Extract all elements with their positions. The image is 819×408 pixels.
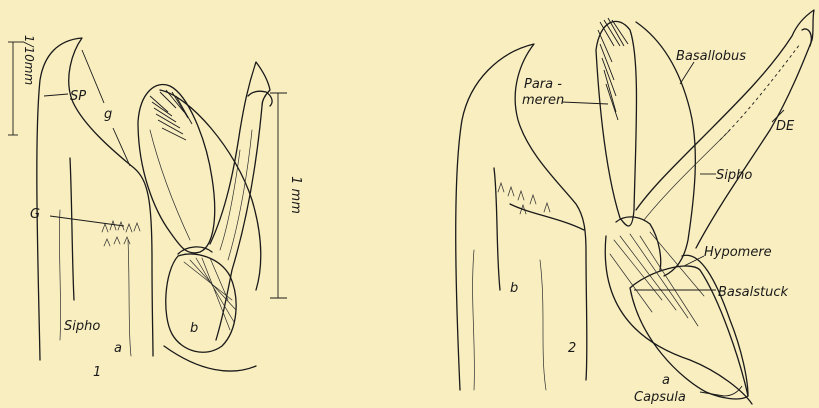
label-figure-number-1: 1 bbox=[93, 365, 101, 380]
label-parameren-1: Para - bbox=[524, 77, 562, 92]
scale-label-tenth-mm: 1/10mm bbox=[22, 35, 36, 85]
figure-1: 1/10mm 1 mm bbox=[8, 35, 303, 380]
scale-bar-one-mm: 1 mm bbox=[270, 93, 303, 298]
paramere-fig2 bbox=[596, 21, 637, 226]
paramere-fig1 bbox=[138, 85, 215, 253]
label-b-fig2: b bbox=[510, 281, 518, 296]
scale-bar-tenth-mm: 1/10mm bbox=[8, 35, 36, 135]
label-figure-number-2: 2 bbox=[568, 341, 576, 356]
label-sipho-fig1: Sipho bbox=[64, 319, 100, 334]
label-g-large: G bbox=[30, 207, 40, 222]
label-parameren-2: meren bbox=[522, 93, 564, 108]
figure-2: Para - meren Basallobus DE Sipho Hypomer… bbox=[456, 10, 814, 405]
sipho-hook-outline bbox=[37, 38, 153, 360]
g-teeth bbox=[102, 221, 140, 246]
label-basallobus: Basallobus bbox=[676, 49, 746, 64]
label-de: DE bbox=[776, 119, 795, 134]
label-sp: SP bbox=[70, 89, 86, 104]
sipho-inner-line bbox=[70, 158, 74, 300]
label-hypomere: Hypomere bbox=[704, 245, 772, 260]
label-a-fig1: a bbox=[114, 341, 122, 356]
label-b-fig1: b bbox=[190, 321, 198, 336]
paramere-hatching-fig1 bbox=[150, 90, 192, 140]
label-sipho-fig2: Sipho bbox=[716, 168, 752, 183]
scale-label-one-mm: 1 mm bbox=[288, 176, 303, 214]
label-a-fig2: a bbox=[662, 373, 670, 388]
paramere-hatching-fig2 bbox=[598, 18, 628, 120]
label-capsula: Capsula bbox=[634, 390, 686, 405]
label-g-small: g bbox=[104, 107, 112, 122]
label-basalstuck: Basalstuck bbox=[718, 285, 788, 300]
